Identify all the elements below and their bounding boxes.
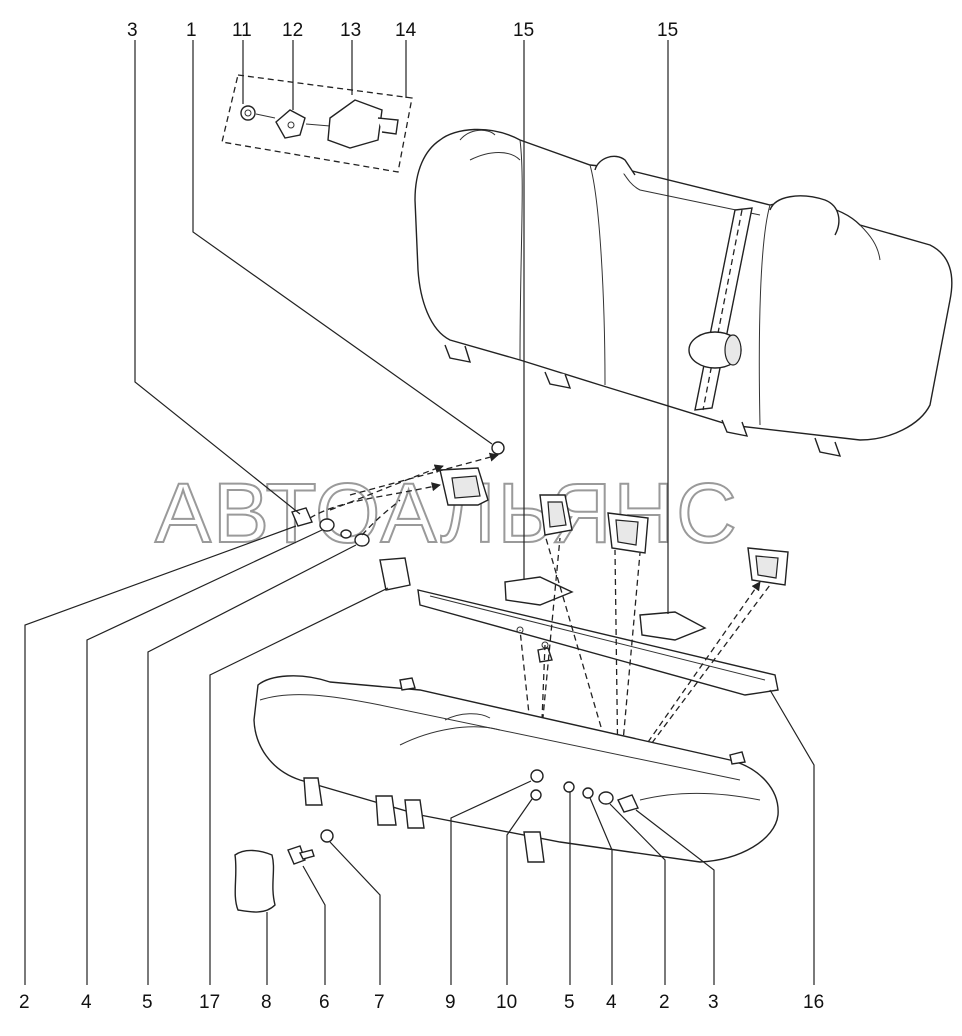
plate-14: [377, 117, 399, 135]
callout-label: 9: [445, 992, 456, 1013]
lower-fasteners: [530, 769, 639, 813]
callout-label: 11: [232, 20, 252, 41]
callout-label: 10: [496, 992, 517, 1013]
callout-label: 3: [708, 992, 719, 1013]
callout-label: 15: [657, 20, 678, 41]
callouts-top: 3 1 11 12 13 14 15 15: [127, 20, 678, 41]
left-hinge-assembly: [291, 441, 505, 591]
seat-back: [414, 128, 953, 457]
callout-label: 2: [19, 992, 30, 1013]
callout-label: 1: [186, 20, 197, 41]
callout-label: 5: [142, 992, 153, 1013]
leader-lines: [24, 40, 815, 985]
callout-label: 5: [564, 992, 575, 1013]
cross-rail-16: [417, 576, 779, 696]
loose-parts: [234, 829, 334, 913]
nut-11: [240, 105, 256, 121]
callout-label: 7: [374, 992, 385, 1013]
bracket-12: [275, 109, 306, 139]
pad-8: [234, 849, 276, 913]
callout-label: 6: [319, 992, 330, 1013]
callout-label: 12: [282, 20, 303, 41]
hardware-inset: [221, 74, 413, 173]
bracket-13: [327, 99, 383, 149]
callouts-bottom: 2 4 5 17 8 6 7 9 10 5 4 2 3 16: [19, 992, 824, 1013]
callout-label: 16: [803, 992, 824, 1013]
callout-label: 15: [513, 20, 534, 41]
callout-label: 17: [199, 992, 220, 1013]
callout-label: 4: [606, 992, 617, 1013]
nut-7: [320, 829, 334, 843]
callout-label: 2: [659, 992, 670, 1013]
bracket-17: [379, 557, 411, 591]
plate-15-left: [504, 576, 574, 606]
middle-hinge-brackets: [539, 494, 789, 586]
callout-label: 4: [81, 992, 92, 1013]
callout-label: 13: [340, 20, 361, 41]
seat-cushion: [253, 675, 779, 863]
callout-label: 14: [395, 20, 417, 41]
bolt-6: [287, 845, 306, 865]
callout-label: 8: [261, 992, 272, 1013]
callout-label: 3: [127, 20, 138, 41]
plate-15-right: [639, 611, 707, 641]
